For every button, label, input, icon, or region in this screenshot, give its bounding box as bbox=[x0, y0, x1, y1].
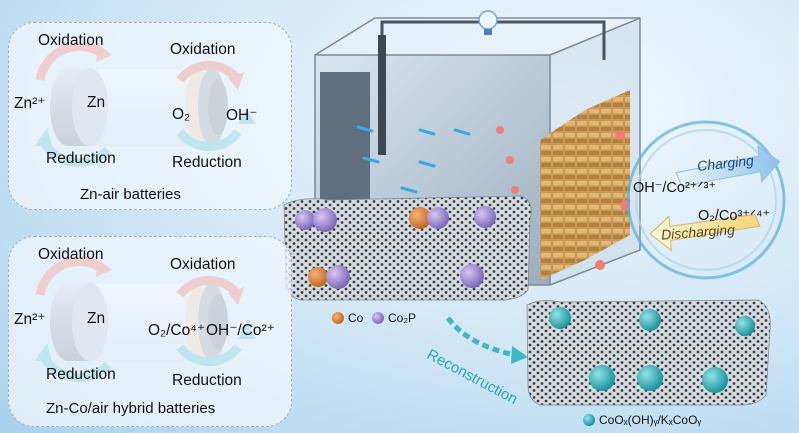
reduction-label-left: Reduction bbox=[46, 150, 116, 167]
zn-air-caption: Zn-air batteries bbox=[80, 186, 181, 203]
reduction-label-left: Reduction bbox=[46, 366, 116, 383]
cycle-right-species: O₂/Co³⁺ᐟ⁴⁺ bbox=[698, 208, 770, 224]
oxidation-label-left: Oxidation bbox=[38, 32, 104, 49]
battery-cell bbox=[314, 17, 641, 286]
co-legend-sphere bbox=[332, 312, 344, 324]
charge-discharge-cycle bbox=[626, 120, 786, 280]
co2p-legend-label: Co₂P bbox=[388, 311, 417, 325]
oxidation-label-left: Oxidation bbox=[38, 246, 104, 263]
zn-co-air-panel bbox=[8, 236, 292, 427]
co-legend-label: Co bbox=[348, 311, 364, 325]
o2-co4-label: O₂/Co⁴⁺ bbox=[148, 322, 206, 339]
o2-label: O₂ bbox=[172, 106, 191, 123]
pristine-catalyst-inset bbox=[283, 195, 532, 301]
product-legend-sphere bbox=[583, 414, 595, 426]
reconstruction-arrow bbox=[445, 316, 516, 358]
reduction-label-right: Reduction bbox=[172, 372, 242, 389]
cycle-left-species: OH⁻/Co²⁺ᐟ³⁺ bbox=[633, 180, 717, 196]
oxidation-label-right: Oxidation bbox=[170, 256, 236, 273]
co2p-legend-sphere bbox=[372, 312, 384, 324]
zn-label: Zn bbox=[87, 94, 106, 111]
oh-label: OH⁻ bbox=[226, 107, 258, 124]
reduction-label-right: Reduction bbox=[172, 154, 242, 171]
product-legend-label: CoOₓ(OH)ᵧ/KₓCoOᵧ bbox=[599, 413, 702, 427]
reconstructed-catalyst-inset bbox=[526, 299, 771, 406]
zn-label: Zn bbox=[87, 310, 106, 327]
zn-co-air-caption: Zn-Co/air hybrid batteries bbox=[46, 400, 216, 417]
oxidation-label-right: Oxidation bbox=[170, 41, 236, 58]
zn2plus-label: Zn²⁺ bbox=[14, 95, 46, 112]
lightbulb-icon bbox=[478, 10, 498, 35]
zn2plus-label: Zn²⁺ bbox=[14, 311, 46, 328]
oh-co2-label: OH⁻/Co²⁺ bbox=[206, 322, 275, 339]
zn-air-panel bbox=[8, 22, 292, 210]
